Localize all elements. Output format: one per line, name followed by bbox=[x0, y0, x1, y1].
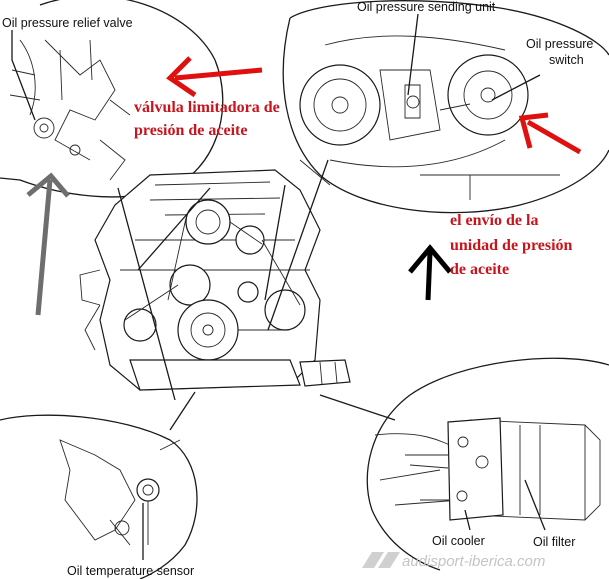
red-arrow-relief-valve bbox=[166, 56, 263, 98]
sending-unit-label: Oil pressure sending unit bbox=[357, 0, 496, 14]
oil-cooler-filter-detail bbox=[366, 357, 609, 571]
sending-unit-detail bbox=[282, 0, 609, 214]
envio-annotation-line3: de aceite bbox=[450, 261, 509, 278]
oil-cooler-label: Oil cooler bbox=[432, 534, 485, 548]
grey-arrow-up bbox=[26, 172, 70, 316]
leader-lines bbox=[11, 13, 546, 560]
temp-sensor-detail bbox=[0, 414, 198, 579]
envio-annotation-line2: unidad de presión bbox=[450, 237, 573, 254]
oil-filter-label: Oil filter bbox=[533, 535, 575, 549]
engine-front-view bbox=[79, 169, 351, 391]
watermark: audisport-iberica.com bbox=[362, 552, 545, 570]
switch-label-line1: Oil pressure bbox=[526, 37, 593, 51]
switch-label-line2: switch bbox=[549, 53, 584, 67]
temp-sensor-label: Oil temperature sensor bbox=[67, 564, 194, 578]
envio-annotation-line1: el envío de la bbox=[450, 212, 538, 229]
black-arrow-up bbox=[408, 244, 452, 301]
valvula-annotation-line2: presión de aceite bbox=[134, 122, 247, 139]
relief-valve-label: Oil pressure relief valve bbox=[2, 16, 133, 30]
watermark-text: audisport-iberica.com bbox=[402, 553, 545, 570]
relief-valve-detail bbox=[0, 0, 224, 198]
red-arrow-sending-switch bbox=[518, 112, 582, 155]
valvula-annotation-line1: válvula limitadora de bbox=[134, 99, 280, 116]
